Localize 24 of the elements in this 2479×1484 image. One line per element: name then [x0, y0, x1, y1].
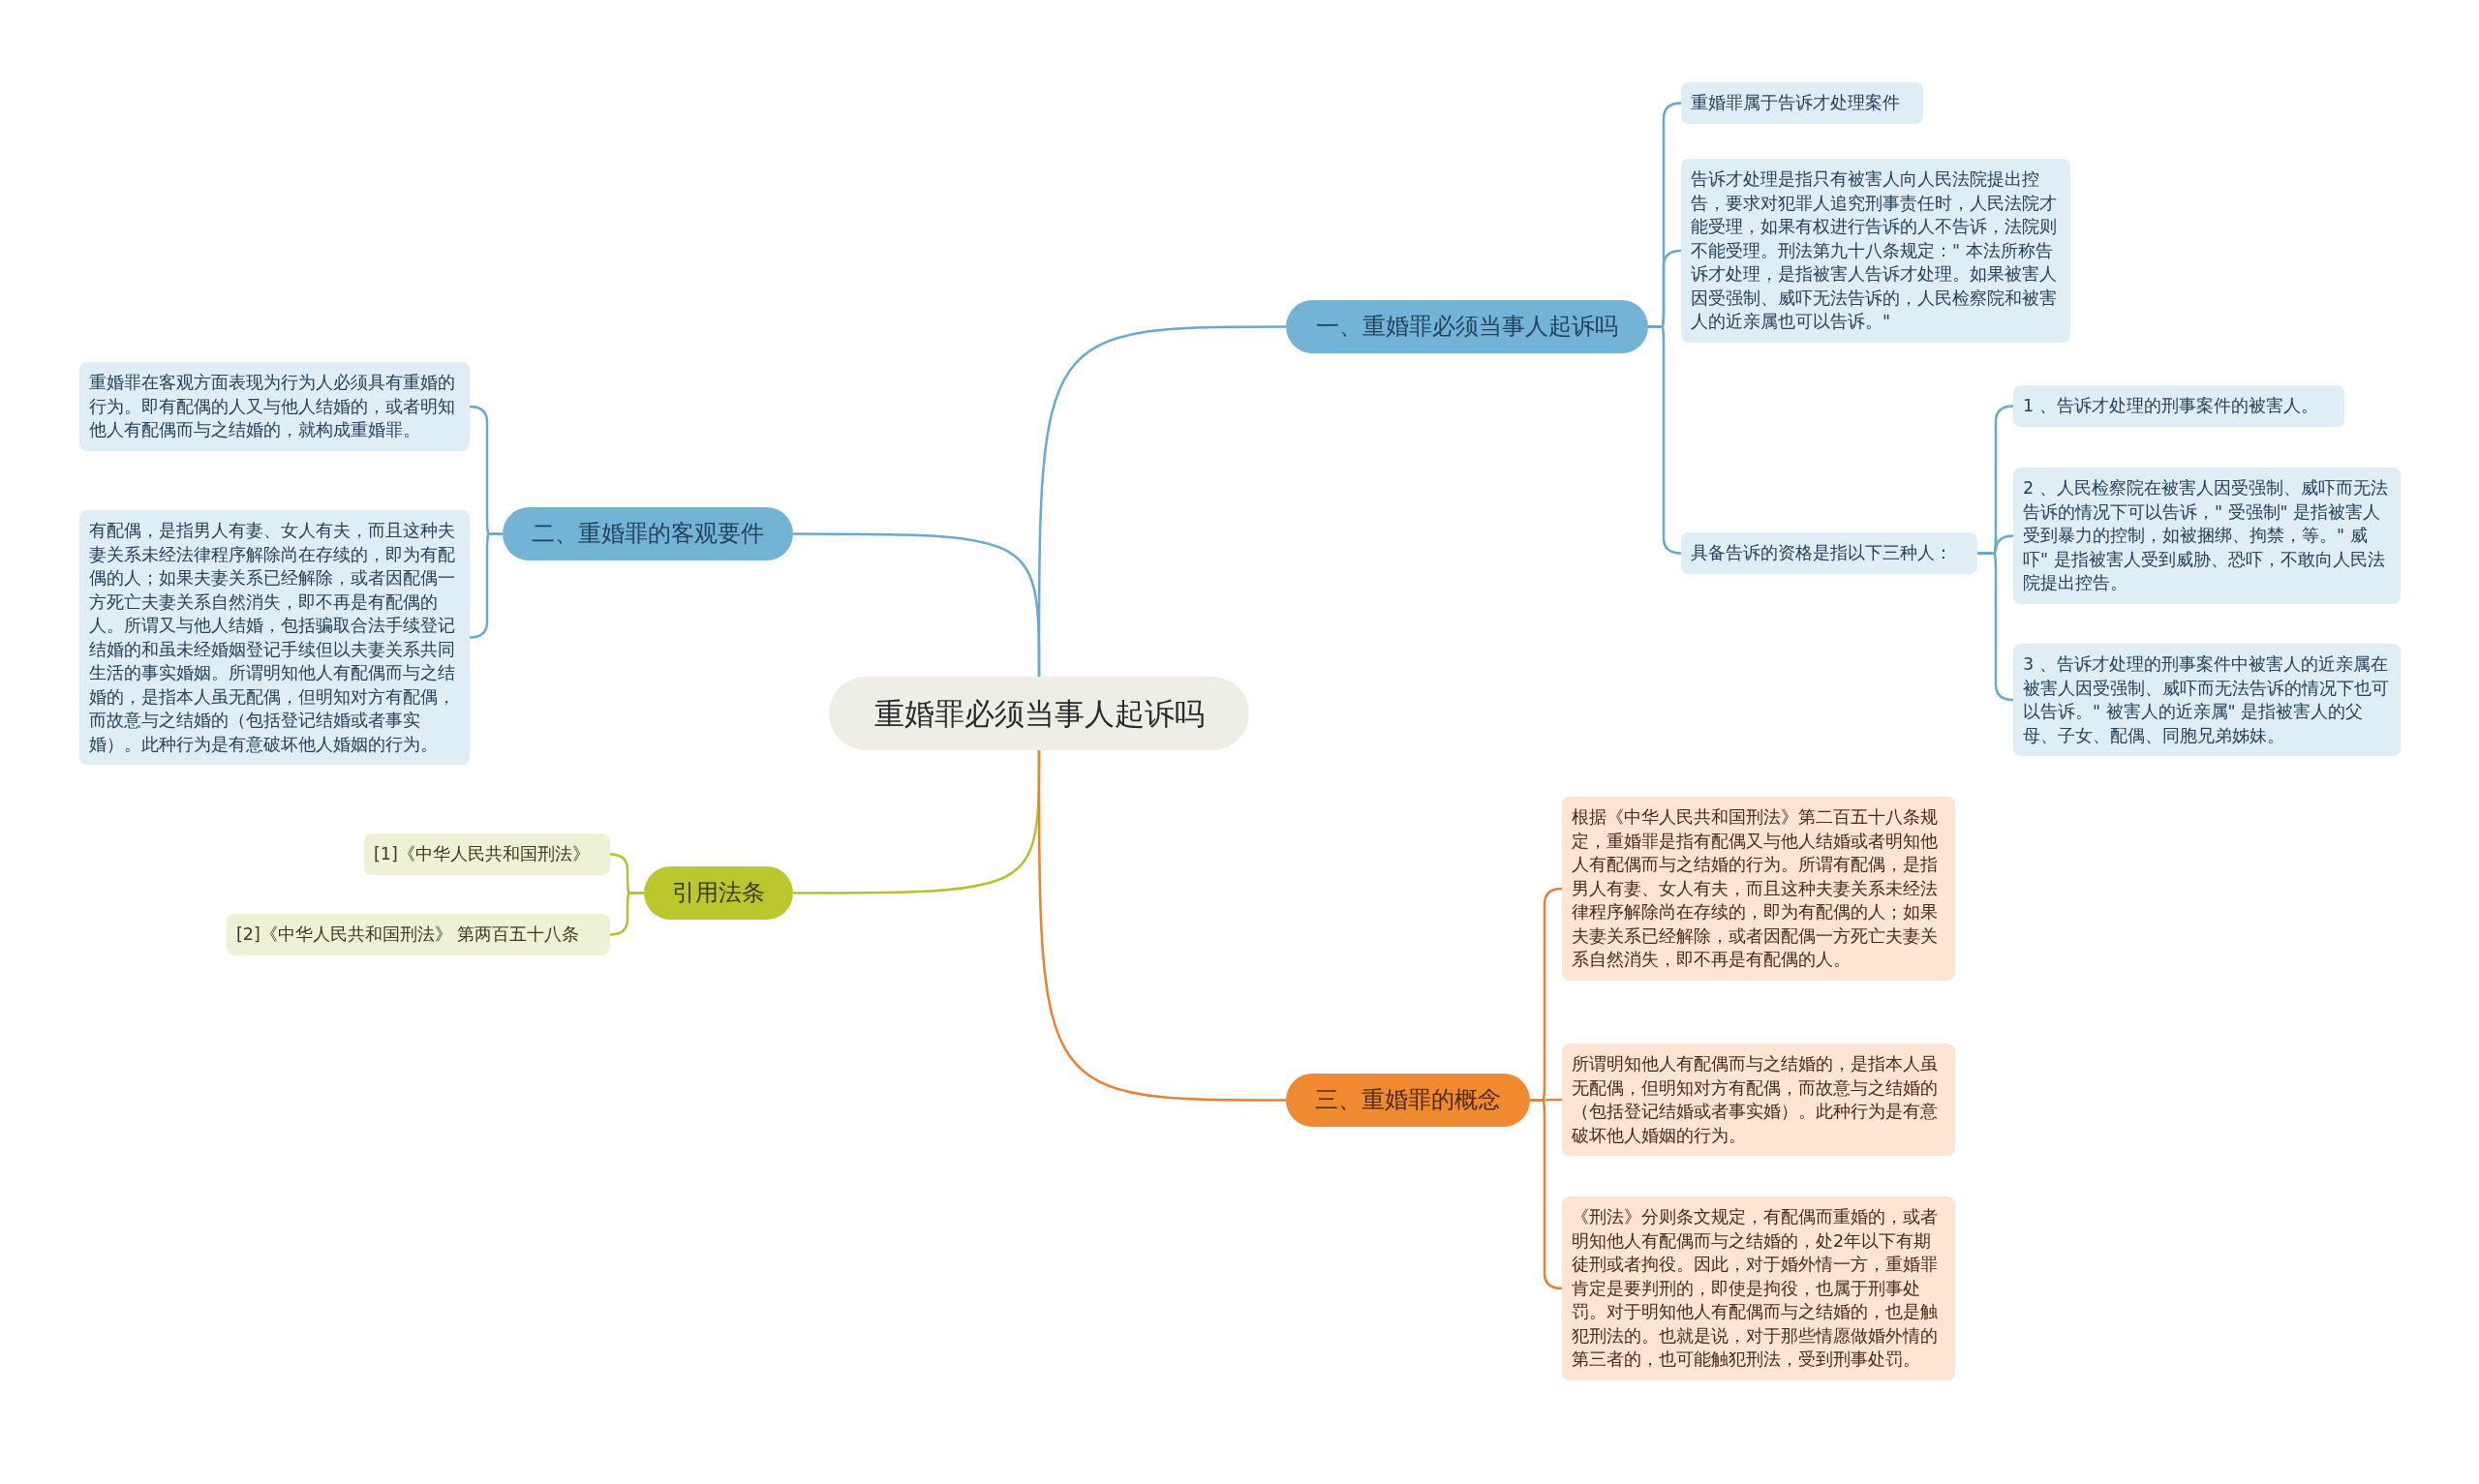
central-topic: 重婚罪必须当事人起诉吗: [829, 677, 1249, 751]
text-card: 告诉才处理是指只有被害人向人民法院提出控告，要求对犯罪人追究刑事责任时，人民法院才能受理，如果有权进行告诉的人不告诉，法院则不能受理。刑法第九十八条规定：" 本法所称告诉才处理，是指被害人告诉才处理。如果被害人因受强制、威吓无法告诉的，人民检察院和被害人的近亲属也可以告诉。": [1681, 159, 2070, 343]
branch-topic: 引用法条: [644, 866, 793, 921]
text-card: [2]《中华人民共和国刑法》 第两百五十八条: [227, 914, 610, 955]
text-card: 重婚罪属于告诉才处理案件: [1681, 82, 1923, 124]
branch-topic: 二、重婚罪的客观要件: [503, 507, 793, 561]
connector-line: [1648, 325, 1682, 555]
branch-topic: 三、重婚罪的概念: [1286, 1074, 1530, 1128]
text-card: 所谓明知他人有配偶而与之结婚的，是指本人虽无配偶，但明知对方有配偶，而故意与之结婚的（包括登记结婚或者事实婚）。此种行为是有意破坏他人婚姻的行为。: [1562, 1044, 1955, 1156]
connector-line: [793, 532, 1041, 677]
connector-line: [1037, 750, 1286, 1102]
connector-line: [609, 892, 644, 936]
text-card: 根据《中华人民共和国刑法》第二百五十八条规定，重婚罪是指有配偶又与他人结婚或者明知他人有配偶而与之结婚的行为。所谓有配偶，是指男人有妻、女人有夫，而且这种夫妻关系未经法律程序解除尚在存续的，即为有配偶的人；如果夫妻关系已经解除，或者因配偶一方死亡夫妻关系自然消失，即不再是有配偶的人。: [1562, 797, 1955, 981]
branch-topic: 一、重婚罪必须当事人起诉吗: [1286, 300, 1648, 354]
text-card: [1]《中华人民共和国刑法》: [364, 833, 610, 875]
text-card: 《刑法》分则条文规定，有配偶而重婚的，或者明知他人有配偶而与之结婚的，处2年以下有期徒刑或者拘役。因此，对于婚外情一方，重婚罪肯定是要判刑的，即使是拘役，也属于刑事处罚。对于明知他人有配偶而与之结婚的，也是触犯刑法的。也就是说，对于那些情愿做婚外情的第三者的，也可能触犯刑法，受到刑事处罚。: [1562, 1196, 1955, 1380]
text-card: 2 、人民检察院在被害人因受强制、威吓而无法告诉的情况下可以告诉，" 受强制" 是指被害人受到暴力的控制，如被捆绑、拘禁，等。" 威吓" 是指被害人受到威胁、恐吓，不敢向人民法院提出控告。: [2013, 468, 2401, 604]
connector-line: [1977, 552, 2014, 702]
text-card: 3 、告诉才处理的刑事案件中被害人的近亲属在被害人因受强制、威吓而无法告诉的情况下也可以告诉。" 被害人的近亲属" 是指被害人的父母、子女、配偶、同胞兄弟姊妹。: [2013, 644, 2401, 756]
text-card: 具备告诉的资格是指以下三种人：: [1681, 532, 1977, 574]
text-card: 1 、告诉才处理的刑事案件的被害人。: [2013, 385, 2344, 427]
text-card: 重婚罪在客观方面表现为行为人必须具有重婚的行为。即有配偶的人又与他人结婚的，或者明知他人有配偶而与之结婚的，就构成重婚罪。: [79, 362, 470, 451]
connector-line: [469, 532, 503, 639]
text-card: 有配偶，是指男人有妻、女人有夫，而且这种夫妻关系未经法律程序解除尚在存续的，即为有配偶的人；如果夫妻关系已经解除，或者因配偶一方死亡夫妻关系自然消失，即不再是有配偶的人。所谓又与他人结婚，包括骗取合法手续登记结婚的和虽未经婚姻登记手续但以夫妻关系共同生活的事实婚姻。所谓明知他人有配偶而与之结婚的，是指本人虽无配偶，但明知对方有配偶，而故意与之结婚的（包括登记结婚或者事实婚）。此种行为是有意破坏他人婚姻的行为。: [79, 510, 470, 765]
